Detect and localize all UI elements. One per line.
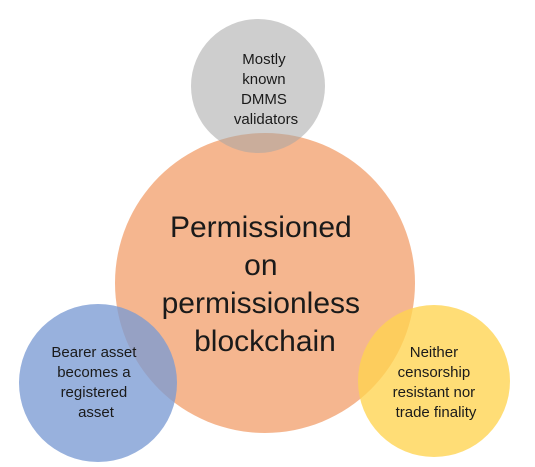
bottom-right-label-line: resistant nor [393, 384, 476, 401]
bottom-left-label-line: Bearer asset [51, 344, 137, 361]
center-label-line: on [244, 249, 277, 282]
bottom-right-circle [358, 305, 510, 457]
top-label-line: validators [234, 111, 298, 128]
top-label: Mostly known DMMS validators [234, 51, 298, 128]
bottom-right-label-line: Neither [410, 344, 458, 361]
top-label-line: DMMS [241, 91, 287, 108]
center-label: Permissioned on permissionless blockchai… [162, 211, 369, 358]
bottom-left-circle [19, 304, 177, 462]
bottom-right-label: Neither censorship resistant nor trade f… [393, 344, 480, 421]
bottom-right-label-line: trade finality [396, 404, 477, 421]
top-circle [191, 19, 325, 153]
bottom-left-label-line: becomes a [57, 364, 131, 381]
top-label-line: known [242, 71, 285, 88]
center-label-line: permissionless [162, 287, 360, 320]
bottom-left-label-line: registered [61, 384, 128, 401]
center-circle [115, 133, 415, 433]
top-label-line: Mostly [242, 51, 286, 68]
bottom-left-label: Bearer asset becomes a registered asset [51, 344, 140, 421]
center-label-line: Permissioned [170, 211, 352, 244]
bottom-right-label-line: censorship [398, 364, 471, 381]
bottom-left-label-line: asset [78, 404, 115, 421]
center-label-line: blockchain [194, 325, 336, 358]
